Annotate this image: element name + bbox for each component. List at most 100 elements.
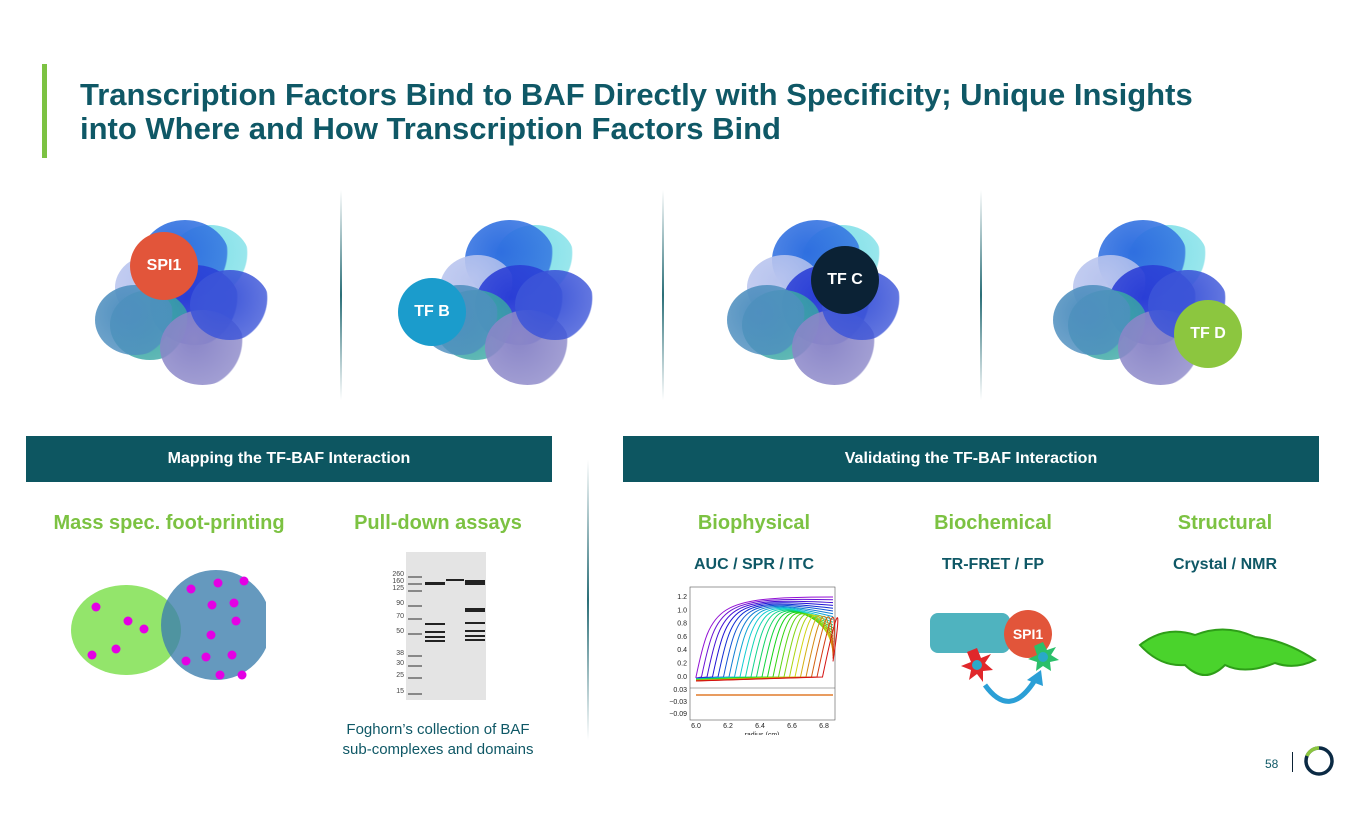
footprint-dot: [227, 650, 237, 660]
gel-band: [408, 655, 422, 657]
x-tick-label: 6.4: [755, 723, 765, 730]
sedimentation-curve: [695, 600, 834, 679]
gel-band: [408, 618, 422, 620]
gel-band: [408, 677, 422, 679]
mapping-banner: Mapping the TF-BAF Interaction: [26, 436, 552, 482]
footprint-dot: [139, 624, 149, 634]
tf-b-badge: TF B: [398, 278, 466, 346]
y-tick-label: 0.4: [677, 647, 687, 654]
sedimentation-curve: [695, 607, 834, 680]
sedimentation-curve: [695, 610, 834, 680]
biochemical-heading: Biochemical: [934, 512, 1052, 534]
footprint-dot: [206, 630, 216, 640]
y-tick-label: 0.6: [677, 634, 687, 641]
gel-band: [425, 582, 445, 585]
footprint-dot: [91, 602, 101, 612]
sedimentation-curve: [695, 616, 834, 682]
sedimentation-curve: [695, 616, 835, 682]
x-tick-label: 6.0: [691, 723, 701, 730]
caption-line: sub-complexes and domains: [342, 741, 534, 758]
gel-marker-label: 70: [396, 613, 404, 620]
gel-band: [465, 608, 485, 612]
x-tick-label: 6.6: [787, 723, 797, 730]
y-tick-label: 1.0: [677, 607, 687, 614]
footprint-dot: [87, 650, 97, 660]
gel-marker-label: 160: [392, 578, 404, 585]
gel-band: [408, 605, 422, 607]
mass-spec-heading: Mass spec. foot-printing: [53, 512, 285, 534]
footprint-dot: [231, 616, 241, 626]
gel-marker-label: 90: [396, 600, 404, 607]
footprint-dot: [213, 578, 223, 588]
x-axis-label: radius (cm): [744, 732, 779, 735]
x-tick-label: 6.8: [819, 723, 829, 730]
sedimentation-curve: [695, 615, 834, 682]
crystal-structure-image: [1138, 628, 1317, 676]
footprint-dot: [207, 600, 217, 610]
y-tick-label: 1.2: [677, 594, 687, 601]
divider: [980, 190, 982, 400]
pulldown-caption: Foghorn’s collection of BAF sub-complexe…: [320, 720, 556, 760]
gel-band: [408, 590, 422, 592]
structural-methods: Crystal / NMR: [1172, 556, 1278, 573]
plot-frame: [689, 586, 836, 721]
y-tick-label: 0.0: [677, 674, 687, 681]
sedimentation-curve: [695, 614, 834, 681]
divider: [662, 190, 664, 400]
footprint-dot: [186, 584, 196, 594]
sedimentation-curve: [695, 605, 834, 680]
gel-band: [465, 580, 485, 585]
gel-band: [408, 665, 422, 667]
footprint-dot: [181, 656, 191, 666]
resid-tick-label: 0.03: [673, 687, 687, 694]
biophysical-methods: AUC / SPR / ITC: [693, 556, 814, 573]
baf-block: [930, 613, 1010, 653]
gel-band: [425, 623, 445, 625]
gel-band: [408, 576, 422, 578]
structural-heading: Structural: [1177, 512, 1273, 534]
y-tick-label: 0.2: [677, 661, 687, 668]
gel-marker-label: 125: [392, 585, 404, 592]
gel-marker-label: 38: [396, 650, 404, 657]
slide-title: Transcription Factors Bind to BAF Direct…: [80, 77, 1193, 146]
tf-spi1-badge: SPI1: [130, 232, 198, 300]
page-number: 58: [1265, 757, 1279, 771]
resid-tick-label: −0.03: [669, 699, 687, 706]
footprint-dot: [237, 670, 247, 680]
gel-marker-label: 25: [396, 672, 404, 679]
gel-marker-label: 50: [396, 628, 404, 635]
sedimentation-curve: [695, 603, 834, 680]
logo-ring-icon: [1304, 746, 1334, 776]
fret-diagram: [961, 642, 1059, 704]
x-tick-label: 6.2: [723, 723, 733, 730]
validating-banner: Validating the TF-BAF Interaction: [623, 436, 1319, 482]
sedimentation-curve: [695, 615, 834, 681]
gel-band: [408, 633, 422, 635]
gel-marker-label: 15: [396, 688, 404, 695]
footprint-dot: [229, 598, 239, 608]
page-divider: [1292, 752, 1293, 772]
gel-band: [446, 579, 464, 581]
gel-band: [425, 640, 445, 642]
gel-band: [425, 631, 445, 633]
title-accent-bar: [42, 64, 47, 158]
caption-line: Foghorn’s collection of BAF: [346, 721, 530, 738]
resid-tick-label: −0.09: [669, 711, 687, 718]
biophysical-heading: Biophysical: [697, 512, 811, 534]
tf-d-badge: TF D: [1174, 300, 1242, 368]
gel-band: [425, 636, 445, 638]
footprint-dot: [111, 644, 121, 654]
gel-band: [465, 639, 485, 641]
gel-marker-label: 260: [392, 571, 404, 578]
sedimentation-curve: [695, 598, 834, 679]
biochemical-methods: TR-FRET / FP: [941, 556, 1045, 573]
sedimentation-curve: [695, 617, 839, 682]
divider: [587, 460, 589, 740]
gel-band: [465, 630, 485, 632]
mass-spec-structure-image: [71, 570, 266, 680]
gel-band: [465, 622, 485, 624]
sedimentation-curve: [695, 609, 834, 680]
sedimentation-curve: [695, 596, 834, 678]
gel-band: [408, 693, 422, 695]
footprint-dot: [239, 576, 249, 586]
